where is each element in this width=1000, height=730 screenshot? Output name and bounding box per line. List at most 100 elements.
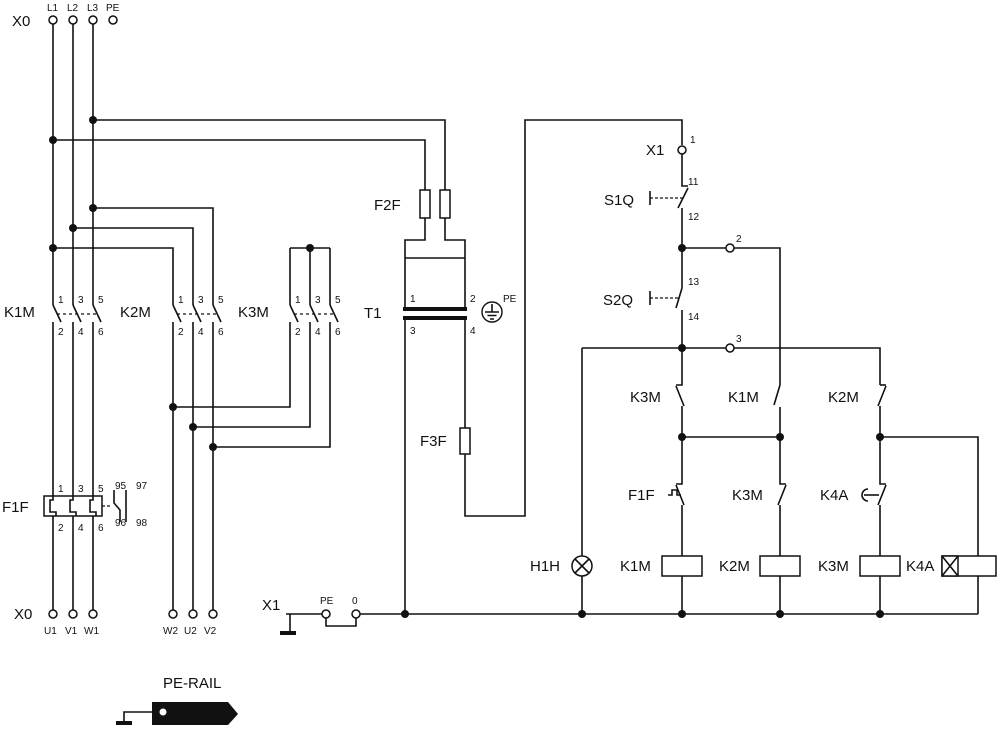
f1f-pin-3: 3 (78, 484, 84, 495)
power-section: X0 L1 L2 L3 PE K1M 1 3 5 (2, 3, 446, 637)
k2m-label: K2M (120, 304, 151, 321)
phase-l2-label: L2 (67, 3, 79, 14)
k1m-pin-2: 2 (58, 327, 64, 338)
f1f-pin-6: 6 (98, 523, 104, 534)
k3m-pin-1: 1 (295, 295, 301, 306)
s2q-pin-13: 13 (688, 277, 700, 288)
s2q-pin-14: 14 (688, 312, 700, 323)
k1m-pin-3: 3 (78, 295, 84, 306)
k3m-interlock-label: K3M (732, 487, 763, 504)
k3m-aux-contact-nc (675, 348, 685, 437)
s1q-stop-button (649, 180, 689, 248)
f2f-fuses (404, 189, 466, 298)
f1f-label: F1F (2, 499, 29, 516)
k3m-pin-6: 6 (335, 327, 341, 338)
x1-pin-pe: PE (320, 596, 334, 607)
k2m-pin-4: 4 (198, 327, 204, 338)
x1-pin-0: 0 (352, 596, 358, 607)
k2m-pin-5: 5 (218, 295, 224, 306)
transformer-section: F2F T1 1 2 3 4 PE F3F (364, 119, 683, 614)
f1f-pin-4: 4 (78, 523, 84, 534)
f3f-label: F3F (420, 433, 447, 450)
supply-terminal-label: X0 (12, 13, 30, 30)
f1f-aux-contact (668, 437, 685, 556)
f1f-overload-relay (43, 480, 127, 610)
lamp-icon (571, 555, 593, 614)
k3m-pin-5: 5 (335, 295, 341, 306)
pe-rail-label: PE-RAIL (163, 675, 221, 692)
k2m-pin-2: 2 (178, 327, 184, 338)
t1-pin-1: 1 (410, 294, 416, 305)
t1-pin-4: 4 (470, 326, 476, 337)
node-2-label: 2 (736, 234, 742, 245)
k4a-timer-contact (861, 437, 887, 556)
supply-terminals (48, 15, 118, 25)
f1f-pin-5: 5 (98, 484, 104, 495)
f1f-pin-1: 1 (58, 484, 64, 495)
k3m-coil (859, 555, 901, 614)
k1m-label: K1M (4, 304, 35, 321)
terminal-v1: V1 (65, 626, 78, 637)
terminal-w2: W2 (163, 626, 178, 637)
f1f-aux-98: 98 (136, 518, 148, 529)
t1-label: T1 (364, 305, 382, 322)
k3m-label: K3M (238, 304, 269, 321)
t1-pin-3: 3 (410, 326, 416, 337)
s1q-label: S1Q (604, 192, 634, 209)
k2m-aux-label: K2M (828, 389, 859, 406)
k2m-pin-6: 6 (218, 327, 224, 338)
phase-pe-label: PE (106, 3, 120, 14)
k3m-main-contacts (173, 304, 339, 448)
k2m-coil (759, 555, 801, 614)
terminal-w1: W1 (84, 626, 99, 637)
k4a-contact-label: K4A (820, 487, 848, 504)
k3m-aux-label: K3M (630, 389, 661, 406)
t1-transformer (403, 257, 467, 614)
s1q-pin-11: 11 (688, 177, 699, 188)
node-3-label: 3 (736, 334, 742, 345)
k1m-pin-1: 1 (58, 295, 64, 306)
f1f-aux-95: 95 (115, 481, 127, 492)
f1f-aux-96: 96 (115, 518, 127, 529)
f1f-aux-label: F1F (628, 487, 655, 504)
phase-l3-label: L3 (87, 3, 99, 14)
motor-terminals (48, 609, 218, 619)
terminal-v2: V2 (204, 626, 217, 637)
k1m-main-contacts (52, 304, 102, 480)
f3f-fuse (459, 119, 683, 517)
s2q-label: S2Q (603, 292, 633, 309)
k2m-aux-contact-nc (877, 384, 887, 437)
k3m-coil-label: K3M (818, 558, 849, 575)
k3m-pin-3: 3 (315, 295, 321, 306)
k1m-pin-5: 5 (98, 295, 104, 306)
terminal-u2: U2 (184, 626, 197, 637)
k3m-pin-2: 2 (295, 327, 301, 338)
pe-rail-icon (116, 702, 238, 725)
control-section: X1 1 S1Q 11 1 2 2 S2Q 13 14 (360, 135, 997, 618)
terminal-u1: U1 (44, 626, 57, 637)
k2m-pin-1: 1 (178, 295, 184, 306)
f1f-pin-2: 2 (58, 523, 64, 534)
x1-bottom-terminal (280, 609, 361, 635)
x1-top-label: X1 (646, 142, 664, 159)
k1m-aux-contact-no (773, 384, 781, 437)
k3m-interlock-contact (777, 437, 787, 556)
k4a-timer-coil (941, 555, 997, 614)
f2f-label: F2F (374, 197, 401, 214)
earth-icon (481, 301, 503, 323)
k1m-coil (661, 555, 703, 614)
k2m-coil-label: K2M (719, 558, 750, 575)
k1m-pin-6: 6 (98, 327, 104, 338)
k2m-main-contacts (172, 304, 222, 610)
t1-pin-2: 2 (470, 294, 476, 305)
s2q-start-button (649, 248, 683, 348)
k3m-pin-4: 4 (315, 327, 321, 338)
motor-terminal-label: X0 (14, 606, 32, 623)
k1m-pin-4: 4 (78, 327, 84, 338)
k2m-pin-3: 3 (198, 295, 204, 306)
h1h-label: H1H (530, 558, 560, 575)
x1-bottom-label: X1 (262, 597, 280, 614)
k4a-coil-label: K4A (906, 558, 934, 575)
x1-pin-1: 1 (690, 135, 696, 146)
